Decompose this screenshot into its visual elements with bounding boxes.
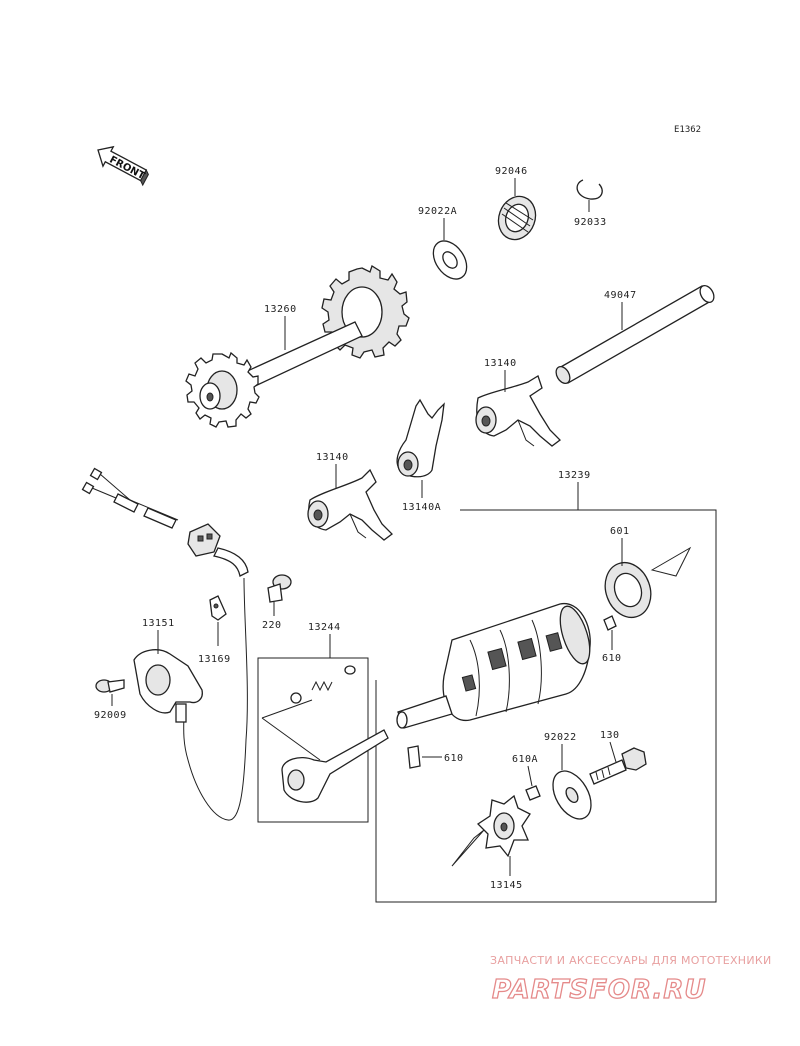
part-13239-shift-drum[interactable] (396, 603, 596, 729)
part-601-bearing[interactable] (598, 556, 658, 624)
part-label-92033: 92033 (574, 217, 607, 228)
part-13140-shift-fork-left[interactable] (307, 468, 393, 541)
part-label-92022A: 92022A (418, 206, 457, 217)
part-92022A-washer[interactable] (426, 235, 473, 285)
part-label-610-lower: 610 (444, 753, 464, 764)
part-220-screw[interactable] (267, 574, 292, 603)
part-130-bolt[interactable] (589, 747, 647, 785)
part-label-13151: 13151 (142, 618, 175, 629)
part-label-49047: 49047 (604, 290, 637, 301)
part-92022-washer[interactable] (545, 764, 599, 825)
part-label-601: 601 (610, 526, 630, 537)
part-label-13140A: 13140A (402, 502, 441, 513)
front-arrow-icon: FRONT (97, 145, 149, 187)
part-label-220: 220 (262, 620, 282, 631)
part-label-13244: 13244 (308, 622, 341, 633)
part-label-13140-upper: 13140 (484, 358, 517, 369)
part-label-610-upper: 610 (602, 653, 622, 664)
part-610-pin-upper[interactable] (603, 615, 617, 631)
part-13140A-shift-fork[interactable] (396, 398, 445, 478)
part-13244-detent-set[interactable] (281, 665, 389, 803)
part-92009-screw[interactable] (95, 679, 125, 693)
part-label-92022: 92022 (544, 732, 577, 743)
part-label-130: 130 (600, 730, 620, 741)
part-label-13169: 13169 (198, 654, 231, 665)
part-610A-dowel-pin[interactable] (525, 785, 541, 801)
part-13145-drum-cam[interactable] (476, 794, 531, 858)
part-610-pin-lower[interactable] (407, 745, 421, 769)
watermark-tagline: ЗАПЧАСТИ И АКСЕССУАРЫ ДЛЯ МОТОТЕХНИКИ (490, 954, 772, 967)
part-label-13239: 13239 (558, 470, 591, 481)
part-49047-shift-rod[interactable] (553, 283, 716, 386)
watermark-brand-logo: PARTSFOR.RU (492, 975, 706, 1005)
part-13151-neutral-switch[interactable] (81, 467, 249, 821)
diagram-code: E1362 (674, 125, 701, 135)
part-label-610A: 610A (512, 754, 538, 765)
part-92046-needle-bearing[interactable] (493, 191, 542, 245)
part-label-13140-left: 13140 (316, 452, 349, 463)
part-13140-shift-fork-upper[interactable] (475, 375, 561, 447)
part-label-13260: 13260 (264, 304, 297, 315)
part-13169-plate[interactable] (209, 595, 227, 621)
front-label: FRONT (107, 154, 146, 182)
part-label-92046: 92046 (495, 166, 528, 177)
part-13260-shaft-gears[interactable] (185, 265, 410, 428)
part-92033-circlip[interactable] (576, 179, 603, 200)
assembly-13239-bracket (375, 509, 717, 903)
part-label-13145: 13145 (490, 880, 523, 891)
part-label-92009: 92009 (94, 710, 127, 721)
